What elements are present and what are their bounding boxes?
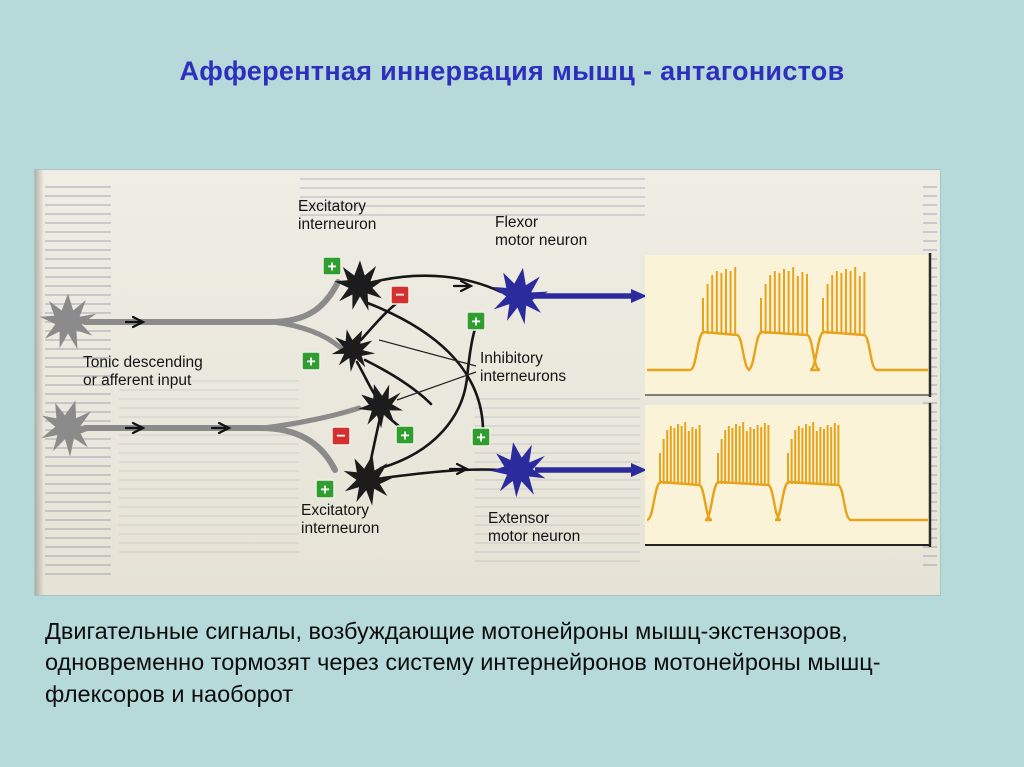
label-extensor-motor-neuron: Extensor motor neuron [488,510,581,546]
afferent-fiber-bottom [82,425,338,473]
svg-text:+: + [476,430,485,447]
flexor-axon-arrowhead-icon [631,289,647,303]
excitatory-interneuron-top [334,260,386,311]
extensor-axon-arrowhead-icon [631,463,647,477]
flexor-activity-trace [647,267,928,372]
motor-axons [535,289,647,477]
minus-sign-badge: − [331,426,351,446]
arrow-icon [124,421,146,435]
afferent-fibers [82,279,362,473]
plus-sign-badge: + [471,427,491,447]
svg-text:+: + [306,354,315,371]
arrow-icon [124,315,146,329]
interneuron-link [363,358,433,406]
flexor-activity-panel [645,253,932,397]
svg-text:−: − [395,287,404,304]
svg-text:+: + [327,259,336,276]
inhibitory-interneuron-1 [324,321,382,378]
direction-arrows [124,279,474,476]
plus-sign-badge: + [466,311,486,331]
trace-panel-bg [645,255,930,395]
slide-title: Афферентная иннервация мышц - антагонист… [179,56,845,86]
crossing-loop-down [363,300,485,430]
svg-text:−: − [336,428,345,445]
plus-sign-badge: + [315,479,335,499]
label-pointer-lines [378,339,477,401]
svg-text:+: + [471,314,480,331]
label-excitatory-interneuron-bottom: Excitatory interneuron [301,502,380,538]
arrow-icon [210,421,232,435]
caption-text: Двигательные сигналы, возбуждающие мотон… [45,618,881,707]
pathway-to-flexor [371,274,503,294]
label-excitatory-interneuron-top: Excitatory interneuron [298,198,377,234]
circuit-diagram: + − + + − + + [35,253,932,547]
synapse-signs: + − + + − + + [301,256,491,499]
label-inhibitory-interneurons: Inhibitory interneurons [480,350,567,386]
plus-sign-badge: + [395,425,415,445]
extensor-activity-panel [645,403,932,547]
label-flexor-motor-neuron: Flexor motor neuron [495,214,588,250]
plus-sign-badge: + [301,351,321,371]
pathway-to-extensor [381,468,503,480]
minus-sign-badge: − [390,285,410,305]
arrow-icon [448,462,470,476]
arrow-icon [452,279,474,293]
afferent-fiber-bottom-branch [260,405,362,431]
crossing-loop-up [379,324,478,470]
excitatory-interneuron-bottom [338,450,398,509]
label-tonic-input: Tonic descending or afferent input [83,354,203,390]
reciprocal-innervation-figure: + − + + − + + [35,170,940,595]
extensor-activity-trace [646,422,928,522]
afferent-fiber-top [82,279,341,325]
plus-sign-badge: + [322,256,342,276]
afferent-fiber-top-branch [270,319,344,351]
svg-text:+: + [320,482,329,499]
svg-text:+: + [400,428,409,445]
afferent-neuron-bottom [35,393,103,462]
